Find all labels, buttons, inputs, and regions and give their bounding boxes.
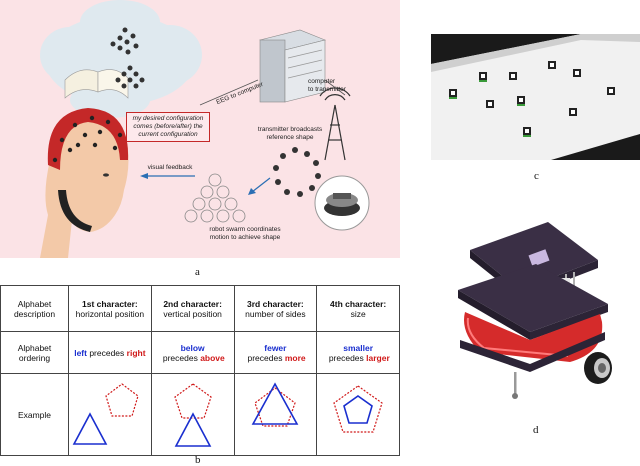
table-row-description: Alphabet description 1st character:horiz… <box>0 285 400 332</box>
reference-shape-robots <box>273 147 321 197</box>
example-size-shapes <box>333 384 383 433</box>
label-c: c <box>534 170 539 182</box>
ordering-4: smaller precedes larger <box>316 331 400 374</box>
robot-photo <box>458 222 612 399</box>
example-horizontal-shapes <box>72 382 139 445</box>
ordering-1: left precedes right <box>68 331 152 374</box>
panel-a-illustration: EEG to computer computer to transmitter … <box>0 0 400 258</box>
row-header-ordering: Alphabet ordering <box>0 331 69 374</box>
transmitter-tower <box>319 87 351 161</box>
table-row-ordering: Alphabet ordering left precedes right be… <box>0 331 400 374</box>
example-vertical-shapes <box>173 382 212 447</box>
panel-c-robots-on-table <box>431 34 640 160</box>
ordering-2: below precedes above <box>150 331 235 374</box>
example-sides-shapes <box>252 381 299 427</box>
robot-inset <box>314 175 370 231</box>
thought-cloud <box>40 0 202 146</box>
row-header-example: Example <box>0 373 69 456</box>
transmitter-label: transmitter broadcasts reference shape <box>257 126 323 141</box>
thought-box: my desired configuration comes (before/a… <box>126 112 210 142</box>
computer-server <box>259 29 326 103</box>
robots-on-table-photo <box>431 34 640 160</box>
example-1 <box>68 373 152 456</box>
example-2 <box>150 373 235 456</box>
panel-d-robot <box>430 222 640 412</box>
robot-swarm-triangle <box>184 173 246 223</box>
label-a: a <box>195 266 200 278</box>
col-header-3: 3rd character:number of sides <box>233 285 318 332</box>
example-4 <box>316 373 400 456</box>
visual-feedback-label: visual feedback <box>147 164 193 171</box>
alphabet-table: Alphabet description 1st character:horiz… <box>0 285 400 456</box>
col-header-2: 2nd character:vertical position <box>150 285 235 332</box>
row-header-description: Alphabet description <box>0 285 69 332</box>
computer-label: computer to transmitter <box>308 78 346 93</box>
table-row-example: Example <box>0 373 400 456</box>
swarm-label: robot swarm coordinates motion to achiev… <box>209 226 281 241</box>
ordering-3: fewer precedes more <box>233 331 318 374</box>
label-b: b <box>195 454 201 466</box>
robot-markers <box>449 61 615 137</box>
bci-illustration <box>40 0 370 258</box>
head-with-eeg-cap <box>40 108 129 258</box>
col-header-4: 4th character:size <box>316 285 400 332</box>
example-3 <box>233 373 318 456</box>
label-d: d <box>533 424 539 436</box>
col-header-1: 1st character:horizontal position <box>68 285 152 332</box>
